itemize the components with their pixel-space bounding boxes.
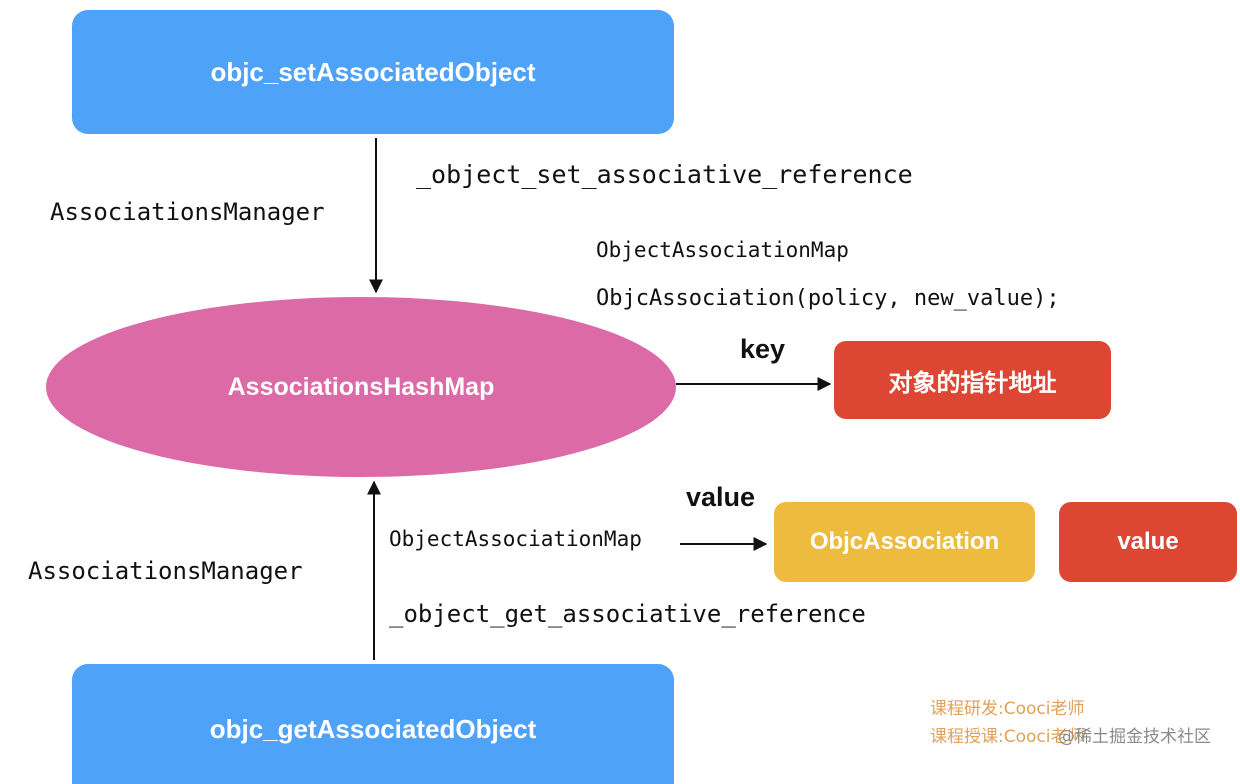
object-association-map-bottom-label: ObjectAssociationMap <box>389 527 642 551</box>
set-associated-object-box: objc_setAssociatedObject <box>72 10 674 134</box>
associations-manager-bottom-label: AssociationsManager <box>28 557 303 585</box>
object-association-map-top-label: ObjectAssociationMap <box>596 238 849 262</box>
site-watermark-label: @稀土掘金技术社区 <box>1058 727 1211 747</box>
set-associative-reference-label: _object_set_associative_reference <box>416 160 913 189</box>
associations-hashmap-label: AssociationsHashMap <box>227 372 495 401</box>
credit-teaching-label: 课程授课:Cooci老师 <box>930 727 1085 747</box>
objc-association-box: ObjcAssociation <box>774 502 1035 582</box>
objc-association-init-label: ObjcAssociation(policy, new_value); <box>596 286 1060 311</box>
credit-research-label: 课程研发:Cooci老师 <box>930 699 1085 719</box>
object-pointer-address-label: 对象的指针地址 <box>888 369 1057 397</box>
get-associative-reference-label: _object_get_associative_reference <box>389 600 866 628</box>
get-associated-object-label: objc_getAssociatedObject <box>209 714 537 744</box>
diagram-canvas: objc_setAssociatedObject objc_getAssocia… <box>28 10 1237 784</box>
key-label: key <box>740 334 786 364</box>
value-box: value <box>1059 502 1237 582</box>
value-label: value <box>686 482 756 512</box>
object-pointer-address-box: 对象的指针地址 <box>834 341 1111 419</box>
value-box-label: value <box>1117 528 1179 555</box>
objc-association-label: ObjcAssociation <box>809 528 1000 555</box>
associations-hashmap-ellipse: AssociationsHashMap <box>46 297 676 477</box>
associations-manager-top-label: AssociationsManager <box>50 198 325 226</box>
set-associated-object-label: objc_setAssociatedObject <box>210 56 536 87</box>
get-associated-object-box: objc_getAssociatedObject <box>72 664 674 784</box>
